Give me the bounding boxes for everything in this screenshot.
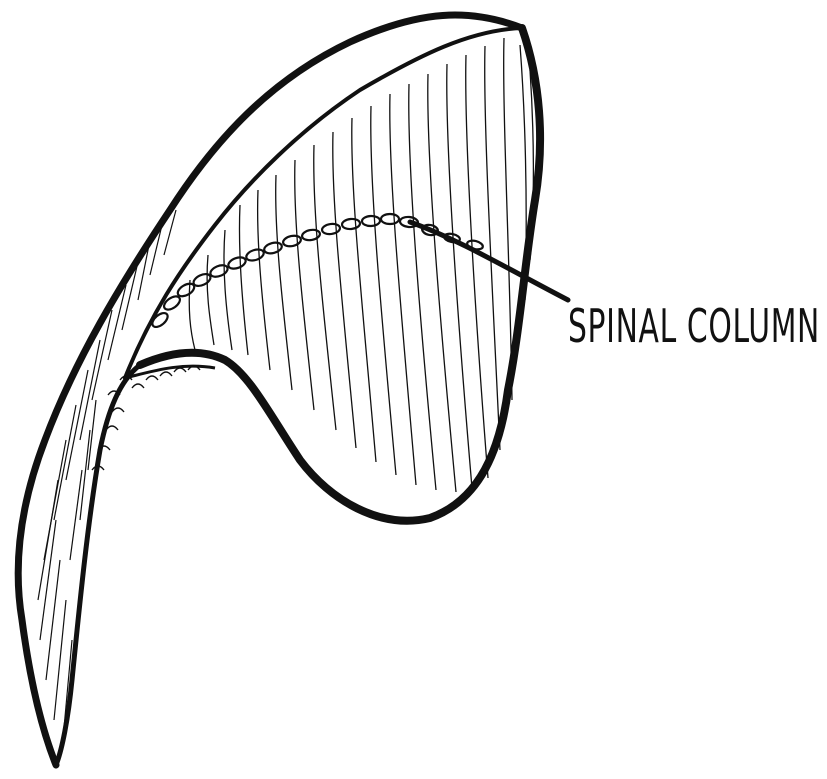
leader-line (410, 222, 568, 300)
spinal-column-label: SPINAL COLUMN (568, 299, 820, 353)
muscle-hatching (189, 38, 533, 492)
body-outline (18, 15, 540, 765)
tail-hatching (38, 210, 176, 750)
